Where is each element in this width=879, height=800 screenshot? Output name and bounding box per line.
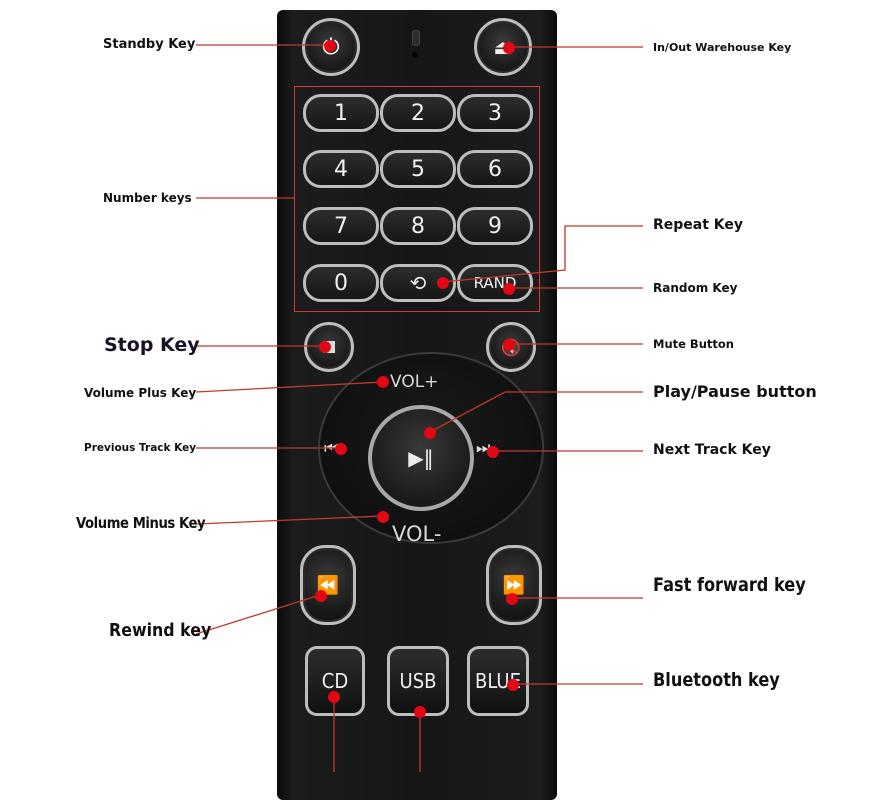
leader-vol-minus bbox=[195, 515, 384, 525]
num-key-1[interactable]: 1 bbox=[303, 94, 379, 132]
fast-forward-button[interactable]: ⏩ bbox=[486, 545, 542, 625]
num-key-4[interactable]: 4 bbox=[303, 150, 379, 188]
microphone-hole bbox=[412, 52, 418, 58]
usb-button[interactable]: USB bbox=[387, 646, 449, 716]
fast-forward-icon: ⏩ bbox=[502, 574, 526, 596]
label-bluetooth: Bluetooth key bbox=[653, 669, 780, 691]
cd-button[interactable]: CD bbox=[305, 646, 365, 716]
num-key-7[interactable]: 7 bbox=[303, 207, 379, 245]
callout-dot-repeat bbox=[437, 277, 449, 289]
callout-dot-prev bbox=[335, 443, 347, 455]
callout-dot-mute bbox=[503, 339, 515, 351]
callout-dot-bluetooth bbox=[507, 679, 519, 691]
leader-play bbox=[429, 391, 643, 433]
callout-dot-stop bbox=[319, 341, 331, 353]
label-inout: In/Out Warehouse Key bbox=[653, 41, 792, 54]
num-key-6[interactable]: 6 bbox=[457, 150, 533, 188]
num-key-5[interactable]: 5 bbox=[380, 150, 456, 188]
remote-diagram: ⏻ ⏏ 1 2 3 4 5 6 7 8 9 0 ⟲ RAND 🔇 VOL+ VO… bbox=[76, 10, 817, 800]
callout-dot-inout bbox=[503, 42, 515, 54]
label-mute: Mute Button bbox=[653, 337, 734, 351]
next-track-icon: ⏭ bbox=[476, 438, 491, 457]
callout-dot-cd bbox=[328, 691, 340, 703]
callout-lines bbox=[195, 44, 643, 772]
label-number: Number keys bbox=[103, 191, 192, 205]
vol-minus-key[interactable]: VOL- bbox=[392, 522, 442, 546]
callout-dot-next bbox=[487, 446, 499, 458]
play-pause-button[interactable]: ▶‖ bbox=[368, 405, 474, 511]
label-random: Random Key bbox=[653, 281, 738, 295]
rewind-button[interactable]: ⏪ bbox=[300, 545, 356, 625]
leader-rewind bbox=[195, 594, 321, 635]
label-ff: Fast forward key bbox=[653, 574, 806, 596]
callout-dot-play bbox=[424, 427, 436, 439]
num-key-9[interactable]: 9 bbox=[457, 207, 533, 245]
callout-dot-vol-minus bbox=[377, 511, 389, 523]
callout-dot-usb bbox=[414, 706, 426, 718]
leader-repeat bbox=[442, 225, 643, 283]
number-keys-outline bbox=[294, 86, 540, 312]
label-rewind: Rewind key bbox=[109, 620, 212, 641]
play-pause-icon: ▶‖ bbox=[408, 446, 434, 470]
callout-dot-standby bbox=[324, 40, 336, 52]
num-key-3[interactable]: 3 bbox=[457, 94, 533, 132]
label-repeat: Repeat Key bbox=[653, 217, 744, 233]
label-standby: Standby Key bbox=[103, 37, 196, 52]
num-key-2[interactable]: 2 bbox=[380, 94, 456, 132]
label-play-pause: Play/Pause button bbox=[653, 382, 817, 401]
callout-dot-ff bbox=[506, 593, 518, 605]
callout-dot-vol-plus bbox=[377, 376, 389, 388]
label-vol-minus: Volume Minus Key bbox=[76, 514, 206, 532]
vol-plus-key[interactable]: VOL+ bbox=[390, 372, 439, 392]
indicator-light bbox=[412, 30, 420, 46]
label-vol-plus: Volume Plus Key bbox=[84, 386, 197, 400]
callout-dot-random bbox=[503, 283, 515, 295]
label-stop: Stop Key bbox=[104, 334, 200, 356]
bluetooth-button[interactable]: BLUE bbox=[467, 646, 529, 716]
random-button[interactable]: RAND bbox=[457, 264, 533, 302]
next-track-button[interactable]: ⏭ bbox=[476, 438, 490, 458]
repeat-icon: ⟲ bbox=[409, 271, 427, 295]
label-prev: Previous Track Key bbox=[84, 442, 197, 454]
num-key-0[interactable]: 0 bbox=[303, 264, 379, 302]
leader-vol-plus bbox=[195, 381, 384, 393]
label-next: Next Track Key bbox=[653, 442, 771, 458]
num-key-8[interactable]: 8 bbox=[380, 207, 456, 245]
callout-dot-rewind bbox=[315, 590, 327, 602]
